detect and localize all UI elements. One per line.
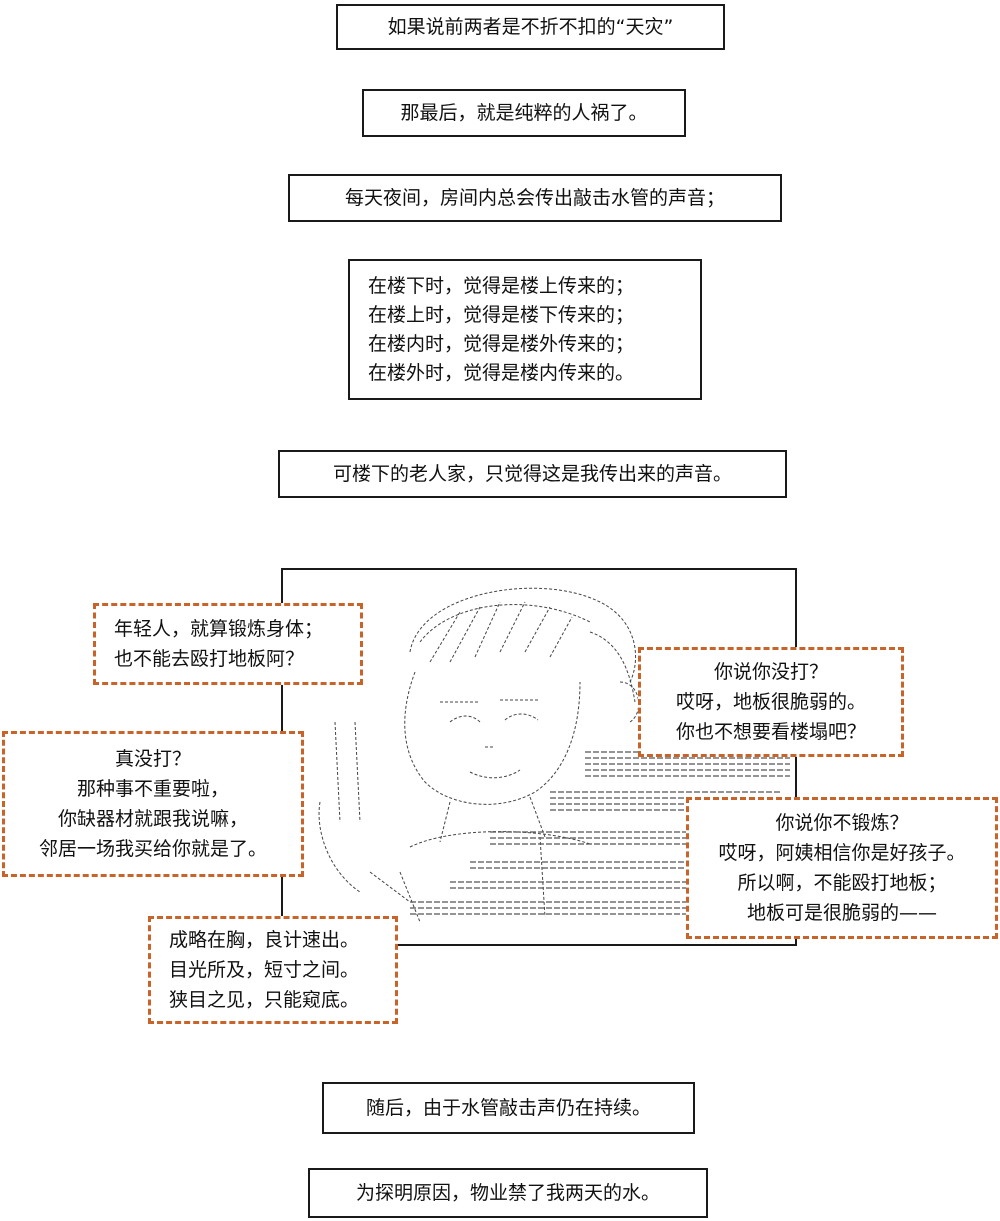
bubble-line: 哎呀，地板很脆弱的。 <box>675 691 866 713</box>
bubble-line: 你也不想要看楼塌吧？ <box>675 721 866 743</box>
bubble-line: 哎呀，阿姨相信你是好孩子。 <box>718 842 966 864</box>
caption-line: 那最后，就是纯粹的人祸了。 <box>400 101 648 124</box>
caption-line: 在楼上时，觉得是楼下传来的； <box>368 303 635 326</box>
caption-line: 随后，由于水管敲击声仍在持续。 <box>365 1096 651 1119</box>
caption-line: 在楼下时，觉得是楼上传来的； <box>368 274 635 297</box>
caption-line: 如果说前两者是不折不扣的“天灾” <box>387 15 674 38</box>
caption-box-1: 如果说前两者是不折不扣的“天灾” <box>336 4 725 50</box>
speech-bubble-5: 你说你不锻炼？ 哎呀，阿姨相信你是好孩子。 所以啊，不能殴打地板； 地板可是很脆… <box>686 797 998 939</box>
bubble-line: 成略在胸，良计速出。 <box>169 929 360 951</box>
ascii-art-character-icon <box>318 587 790 923</box>
bubble-line: 目光所及，短寸之间。 <box>169 959 360 981</box>
caption-line: 在楼内时，觉得是楼外传来的； <box>368 332 635 355</box>
bubble-line: 那种事不重要啦， <box>76 778 229 800</box>
speech-bubble-3: 成略在胸，良计速出。 目光所及，短寸之间。 狭目之见，只能窥底。 <box>148 916 398 1024</box>
caption-box-5: 可楼下的老人家，只觉得这是我传出来的声音。 <box>278 450 787 498</box>
speech-bubble-2: 真没打？ 那种事不重要啦， 你缺器材就跟我说嘛， 邻居一场我买给你就是了。 <box>2 731 304 877</box>
speech-bubble-4: 你说你没打？ 哎呀，地板很脆弱的。 你也不想要看楼塌吧？ <box>638 647 904 757</box>
bubble-line: 邻居一场我买给你就是了。 <box>38 838 267 860</box>
speech-bubble-1: 年轻人，就算锻炼身体； 也不能去殴打地板阿？ <box>93 603 363 685</box>
caption-box-3: 每天夜间，房间内总会传出敲击水管的声音； <box>288 174 782 222</box>
caption-box-4: 在楼下时，觉得是楼上传来的； 在楼上时，觉得是楼下传来的； 在楼内时，觉得是楼外… <box>348 259 702 400</box>
bubble-line: 年轻人，就算锻炼身体； <box>114 618 324 640</box>
caption-line: 可楼下的老人家，只觉得这是我传出来的声音。 <box>332 462 732 485</box>
bubble-line: 所以啊，不能殴打地板； <box>737 872 947 894</box>
caption-box-7: 为探明原因，物业禁了我两天的水。 <box>308 1168 708 1218</box>
caption-line: 每天夜间，房间内总会传出敲击水管的声音； <box>344 186 725 209</box>
bubble-line: 你说你不锻炼？ <box>775 812 909 834</box>
caption-box-6: 随后，由于水管敲击声仍在持续。 <box>322 1082 695 1134</box>
caption-line: 为探明原因，物业禁了我两天的水。 <box>355 1181 660 1204</box>
bubble-line: 你缺器材就跟我说嘛， <box>57 808 248 830</box>
caption-line: 在楼外时，觉得是楼内传来的。 <box>368 361 635 384</box>
bubble-line: 也不能去殴打地板阿？ <box>114 648 305 670</box>
bubble-line: 真没打？ <box>114 748 191 770</box>
bubble-line: 你说你没打？ <box>713 661 828 683</box>
bubble-line: 狭目之见，只能窥底。 <box>169 989 360 1011</box>
bubble-line: 地板可是很脆弱的—— <box>746 902 937 924</box>
caption-box-2: 那最后，就是纯粹的人祸了。 <box>362 89 686 137</box>
